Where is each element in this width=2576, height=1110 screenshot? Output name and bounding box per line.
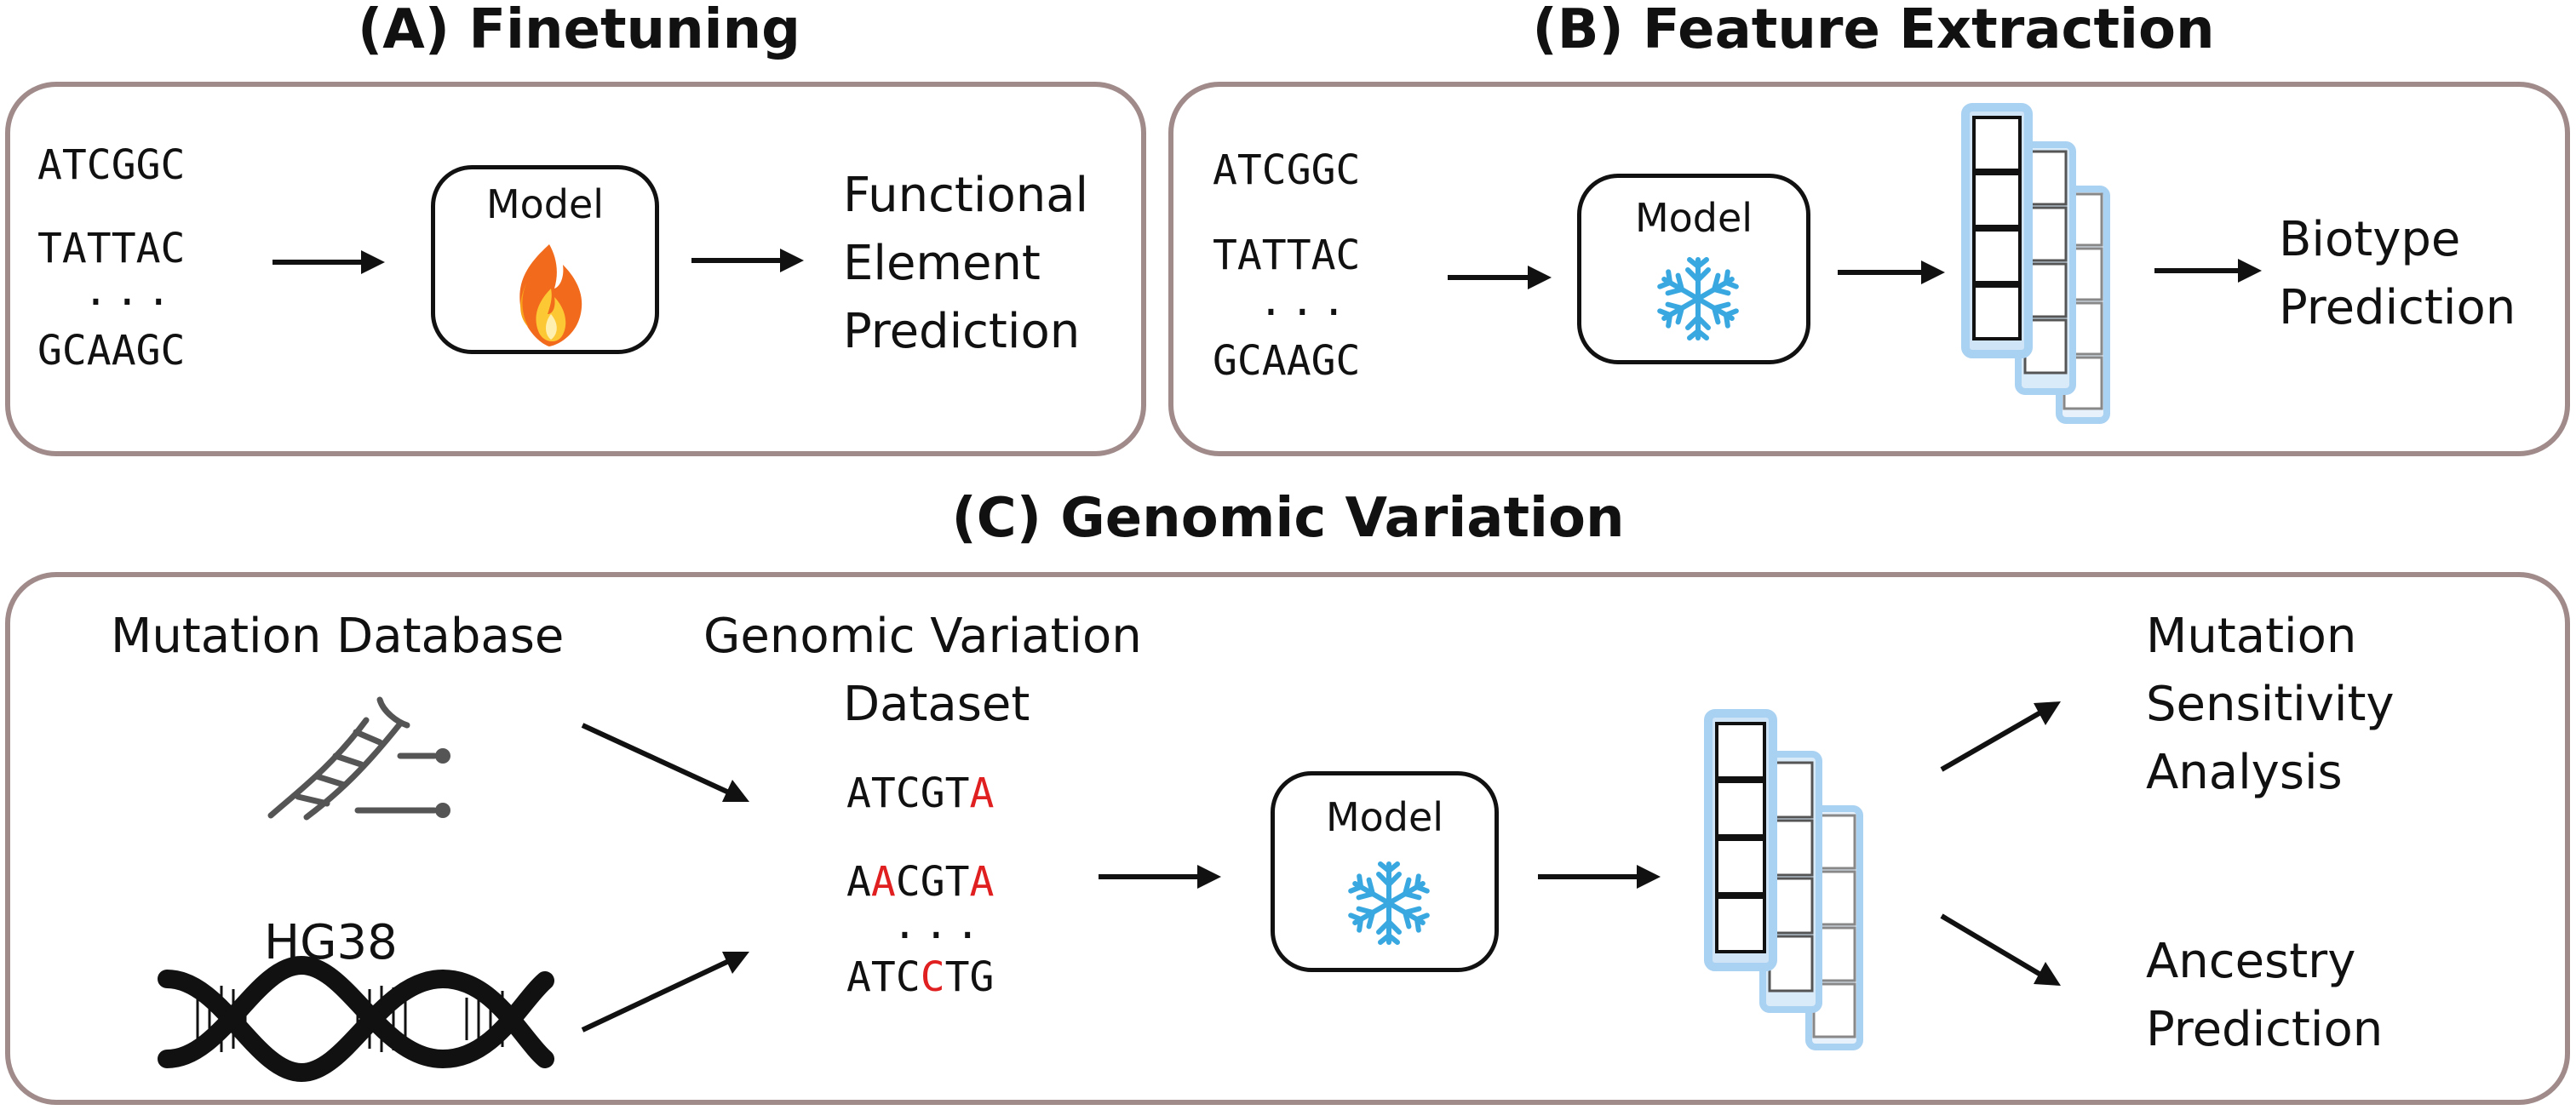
panel-a-output-line-2: Element [843,236,1041,291]
seq2-char-0: A [846,858,871,906]
dataset-label-line-1: Genomic Variation [703,609,1142,664]
seq2-char-2: C [895,858,921,906]
panel-b-output-line-1: Biotype [2279,212,2461,267]
variation-sequence-1: ATCGTA [846,773,994,814]
panel-b-model-box: Model [1577,174,1810,364]
ancestry-prediction-line-2: Prediction [2146,1002,2384,1057]
mutation-database-label: Mutation Database [111,609,565,664]
panel-c-title: (C) Genomic Variation [951,487,1625,550]
seq1-char-3: G [920,770,945,817]
mutation-sensitivity-line-3: Analysis [2146,745,2343,800]
seq3-char-1: T [870,953,896,1001]
panel-c-model-label: Model [1325,794,1444,840]
embedding-layer-front [1961,103,2033,358]
panel-b-output-line-2: Prediction [2279,280,2516,335]
panel-a-ellipsis: ... [83,267,178,315]
panel-a-output-line-1: Functional [843,168,1089,223]
panel-a-sequence-1: ATCGGC [37,141,186,189]
ancestry-prediction-line-1: Ancestry [2146,934,2356,989]
seq1-char-4: T [944,770,970,817]
panel-a-title: (A) Finetuning [358,0,800,61]
variation-sequence-2: AACGTA [846,861,994,902]
snowflake-icon [1581,257,1815,369]
seq2-char-5-mutation: A [969,858,995,906]
mutation-sensitivity-line-1: Mutation [2146,609,2357,664]
panel-b-model-label: Model [1634,195,1753,241]
embedding-layer-front [1704,709,1777,971]
dataset-label-line-2: Dataset [843,677,1030,732]
seq1-char-1: T [870,770,896,817]
seq2-char-1-mutation: A [870,858,896,906]
panel-c-model-box: Model [1271,771,1499,972]
panel-b-title: (B) Feature Extraction [1532,0,2215,61]
fire-icon [519,244,582,346]
seq2-char-4: T [944,858,970,906]
mutation-sensitivity-line-2: Sensitivity [2146,677,2395,732]
seq3-char-4: T [944,953,970,1001]
seq3-char-3-mutation: C [920,953,945,1001]
panel-a-model-box: Model [431,165,659,354]
seq2-char-3: G [920,858,945,906]
variation-sequence-3: ATCCTG [846,957,994,998]
panel-a-model-label: Model [485,181,605,227]
panel-a-output-line-3: Prediction [843,304,1081,359]
seq1-char-5-mutation: A [969,770,995,817]
variation-ellipsis: ... [892,901,987,948]
panel-b-ellipsis: ... [1259,278,1353,325]
seq1-char-2: C [895,770,921,817]
panel-b [1168,82,2570,456]
seq1-char-0: A [846,770,871,817]
panel-b-sequence-3: GCAAGC [1213,337,1361,385]
panel-b-sequence-1: ATCGGC [1213,146,1361,194]
snowflake-icon [1275,861,1503,976]
panel-a-sequence-3: GCAAGC [37,327,186,375]
panel-a-sequence-2: TATTAC [37,225,186,272]
seq3-char-5: G [969,953,995,1001]
seq3-char-0: A [846,953,871,1001]
panel-b-sequence-2: TATTAC [1213,232,1361,279]
seq3-char-2: C [895,953,921,1001]
